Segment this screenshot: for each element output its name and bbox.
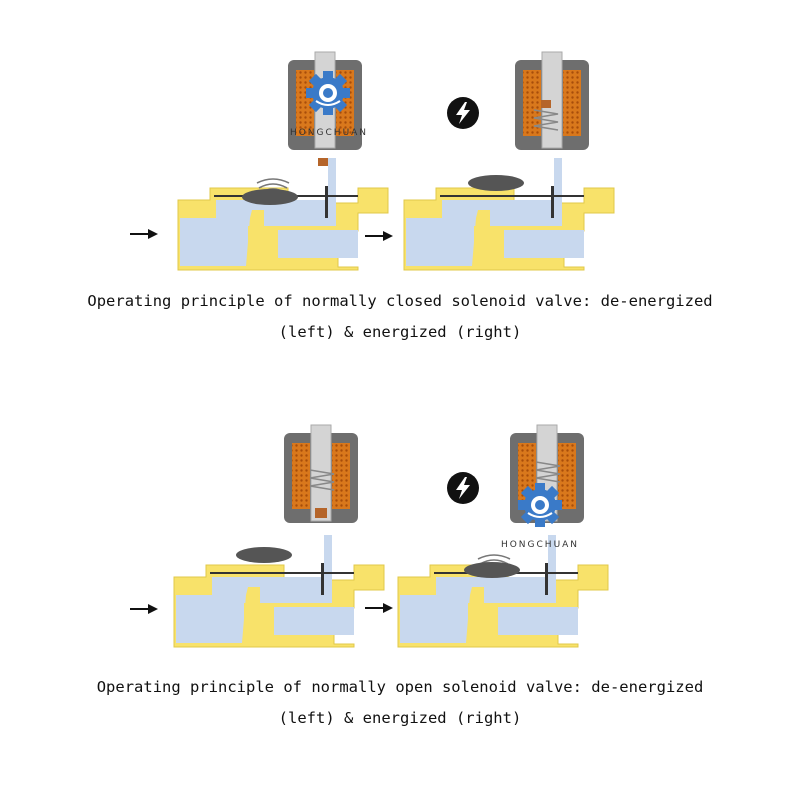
watermark-text: HONGCHUAN <box>501 540 579 550</box>
arrow-right-icon <box>129 228 159 240</box>
normally-open-caption: Operating principle of normally open sol… <box>0 672 800 734</box>
no-energized-valve <box>397 424 609 648</box>
arrow-right-icon <box>364 602 394 614</box>
normally-closed-caption: Operating principle of normally closed s… <box>0 286 800 348</box>
arrow-right-icon <box>364 230 394 242</box>
caption-line: (left) & energized (right) <box>278 709 522 727</box>
gear-logo-icon <box>305 70 351 116</box>
nc-deenergized-valve <box>177 51 389 271</box>
lightning-bolt-icon <box>447 472 479 504</box>
caption-line: Operating principle of normally closed s… <box>87 292 713 310</box>
watermark-text: HONGCHUAN <box>290 128 368 138</box>
no-deenergized-valve <box>173 424 385 648</box>
gear-logo-icon <box>517 482 563 528</box>
caption-line: Operating principle of normally open sol… <box>96 678 704 696</box>
caption-line: (left) & energized (right) <box>278 323 522 341</box>
nc-energized-valve <box>403 51 615 271</box>
lightning-bolt-icon <box>447 97 479 129</box>
arrow-right-icon <box>129 603 159 615</box>
